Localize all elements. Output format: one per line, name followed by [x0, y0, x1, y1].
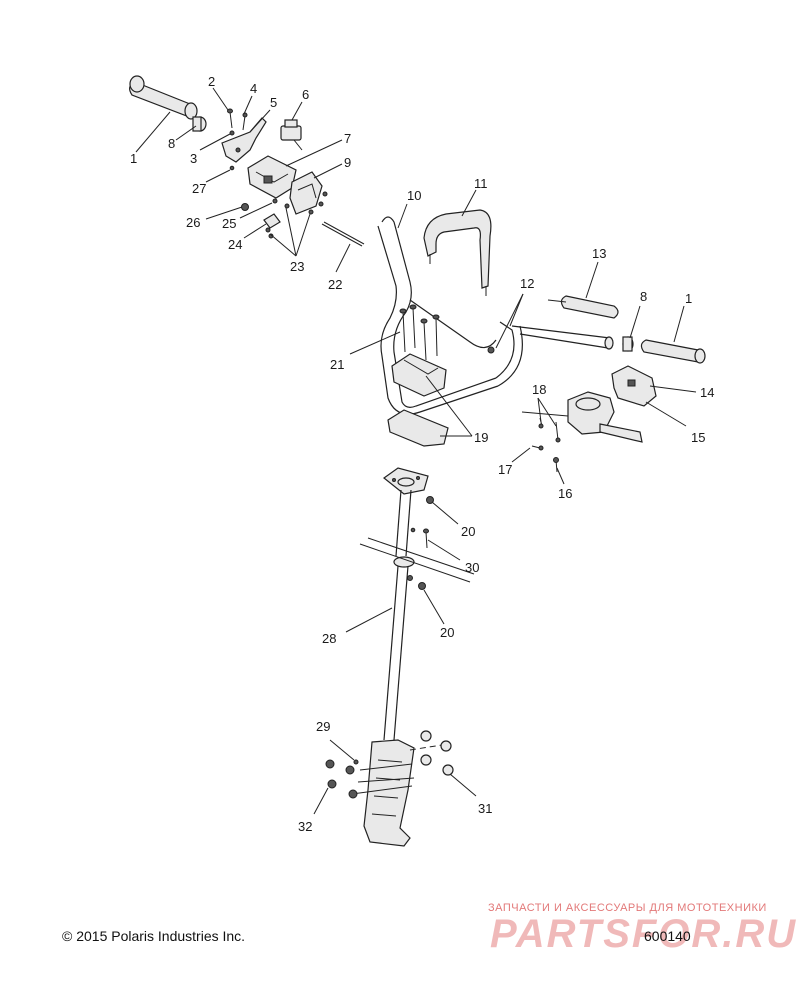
- nut-20-lower: [418, 582, 426, 590]
- callout-21: 21: [330, 357, 344, 372]
- callout-27: 27: [192, 181, 206, 196]
- callout-22: 22: [328, 277, 342, 292]
- callout-20-upper: 20: [461, 524, 475, 539]
- callout-8: 8: [168, 136, 175, 151]
- grip-13: [547, 295, 619, 319]
- switch-housing-9: [289, 171, 323, 215]
- cable-22: [321, 221, 365, 247]
- callout-9: 9: [344, 155, 351, 170]
- screw-23a: [265, 227, 271, 233]
- master-cylinder-15: [521, 391, 643, 443]
- callout-26: 26: [186, 215, 200, 230]
- nut-20-upper: [426, 496, 434, 504]
- callout-3: 3: [190, 151, 197, 166]
- callout-18: 18: [532, 382, 546, 397]
- callout-4: 4: [250, 81, 257, 96]
- watermark-caption: ЗАПЧАСТИ И АКСЕССУАРЫ ДЛЯ МОТОТЕХНИКИ: [488, 902, 767, 914]
- switch-housing-7: [247, 155, 297, 199]
- callout-15: 15: [691, 430, 705, 445]
- screw-4: [242, 112, 248, 131]
- grip-right: [640, 339, 706, 364]
- callout-10: 10: [407, 188, 421, 203]
- callout-12: 12: [520, 276, 534, 291]
- washer-29: [353, 759, 359, 765]
- nut-32c: [348, 789, 358, 799]
- diagram-id: 600140: [644, 928, 691, 944]
- handlebar-pad-11: [423, 209, 492, 296]
- washer-post: [410, 527, 416, 533]
- callout-20-lower: 20: [440, 625, 454, 640]
- steering-bracket-lower: [351, 739, 449, 847]
- callout-17: 17: [498, 462, 512, 477]
- callout-7: 7: [344, 131, 351, 146]
- callout-11: 11: [474, 176, 488, 191]
- callout-23: 23: [290, 259, 304, 274]
- clamp-19-lower: [387, 409, 449, 447]
- plug-8-left: [192, 116, 207, 132]
- nut-12: [487, 346, 495, 354]
- callout-13: 13: [592, 246, 606, 261]
- plug-8-right: [622, 336, 634, 352]
- screw-9b: [318, 201, 324, 207]
- callout-1-right: 1: [685, 291, 692, 306]
- watermark-logo: PARTSFOR.RU: [490, 912, 798, 956]
- callout-5: 5: [270, 95, 277, 110]
- clamp-19-upper: [391, 353, 447, 397]
- bolts-21: [399, 304, 440, 361]
- screw-17: [531, 445, 544, 451]
- callout-30: 30: [465, 560, 479, 575]
- callout-32: 32: [298, 819, 312, 834]
- callout-14: 14: [700, 385, 714, 400]
- nut-32d: [345, 765, 355, 775]
- callout-24: 24: [228, 237, 242, 252]
- screw-9a: [322, 191, 328, 197]
- callout-1: 1: [130, 151, 137, 166]
- callout-31: 31: [478, 801, 492, 816]
- screw-23d: [308, 209, 314, 215]
- screw-27: [229, 165, 235, 171]
- callout-19: 19: [474, 430, 488, 445]
- callout-2: 2: [208, 74, 215, 89]
- grip-left: [129, 75, 198, 120]
- callout-29: 29: [316, 719, 330, 734]
- nut-32b: [327, 779, 337, 789]
- bolts-31: [420, 730, 454, 776]
- screw-25: [272, 198, 278, 204]
- callout-6: 6: [302, 87, 309, 102]
- nut-post: [407, 575, 413, 581]
- callout-16: 16: [558, 486, 572, 501]
- nut-32a: [325, 759, 335, 769]
- leader-lines: [135, 87, 697, 815]
- copyright-text: © 2015 Polaris Industries Inc.: [62, 928, 246, 944]
- washer-3: [229, 130, 235, 136]
- callout-8-right: 8: [640, 289, 647, 304]
- screw-2: [227, 108, 233, 129]
- bolt-30: [423, 528, 429, 549]
- screw-16: [553, 457, 559, 473]
- steering-post-28: [359, 467, 475, 741]
- callout-28: 28: [322, 631, 336, 646]
- screws-18: [538, 417, 561, 443]
- clip-24: [263, 213, 281, 229]
- switch-housing-14: [611, 365, 657, 407]
- screw-23c: [284, 203, 290, 209]
- callout-25: 25: [222, 216, 236, 231]
- switch-6: [280, 119, 303, 151]
- nut-26: [241, 203, 249, 211]
